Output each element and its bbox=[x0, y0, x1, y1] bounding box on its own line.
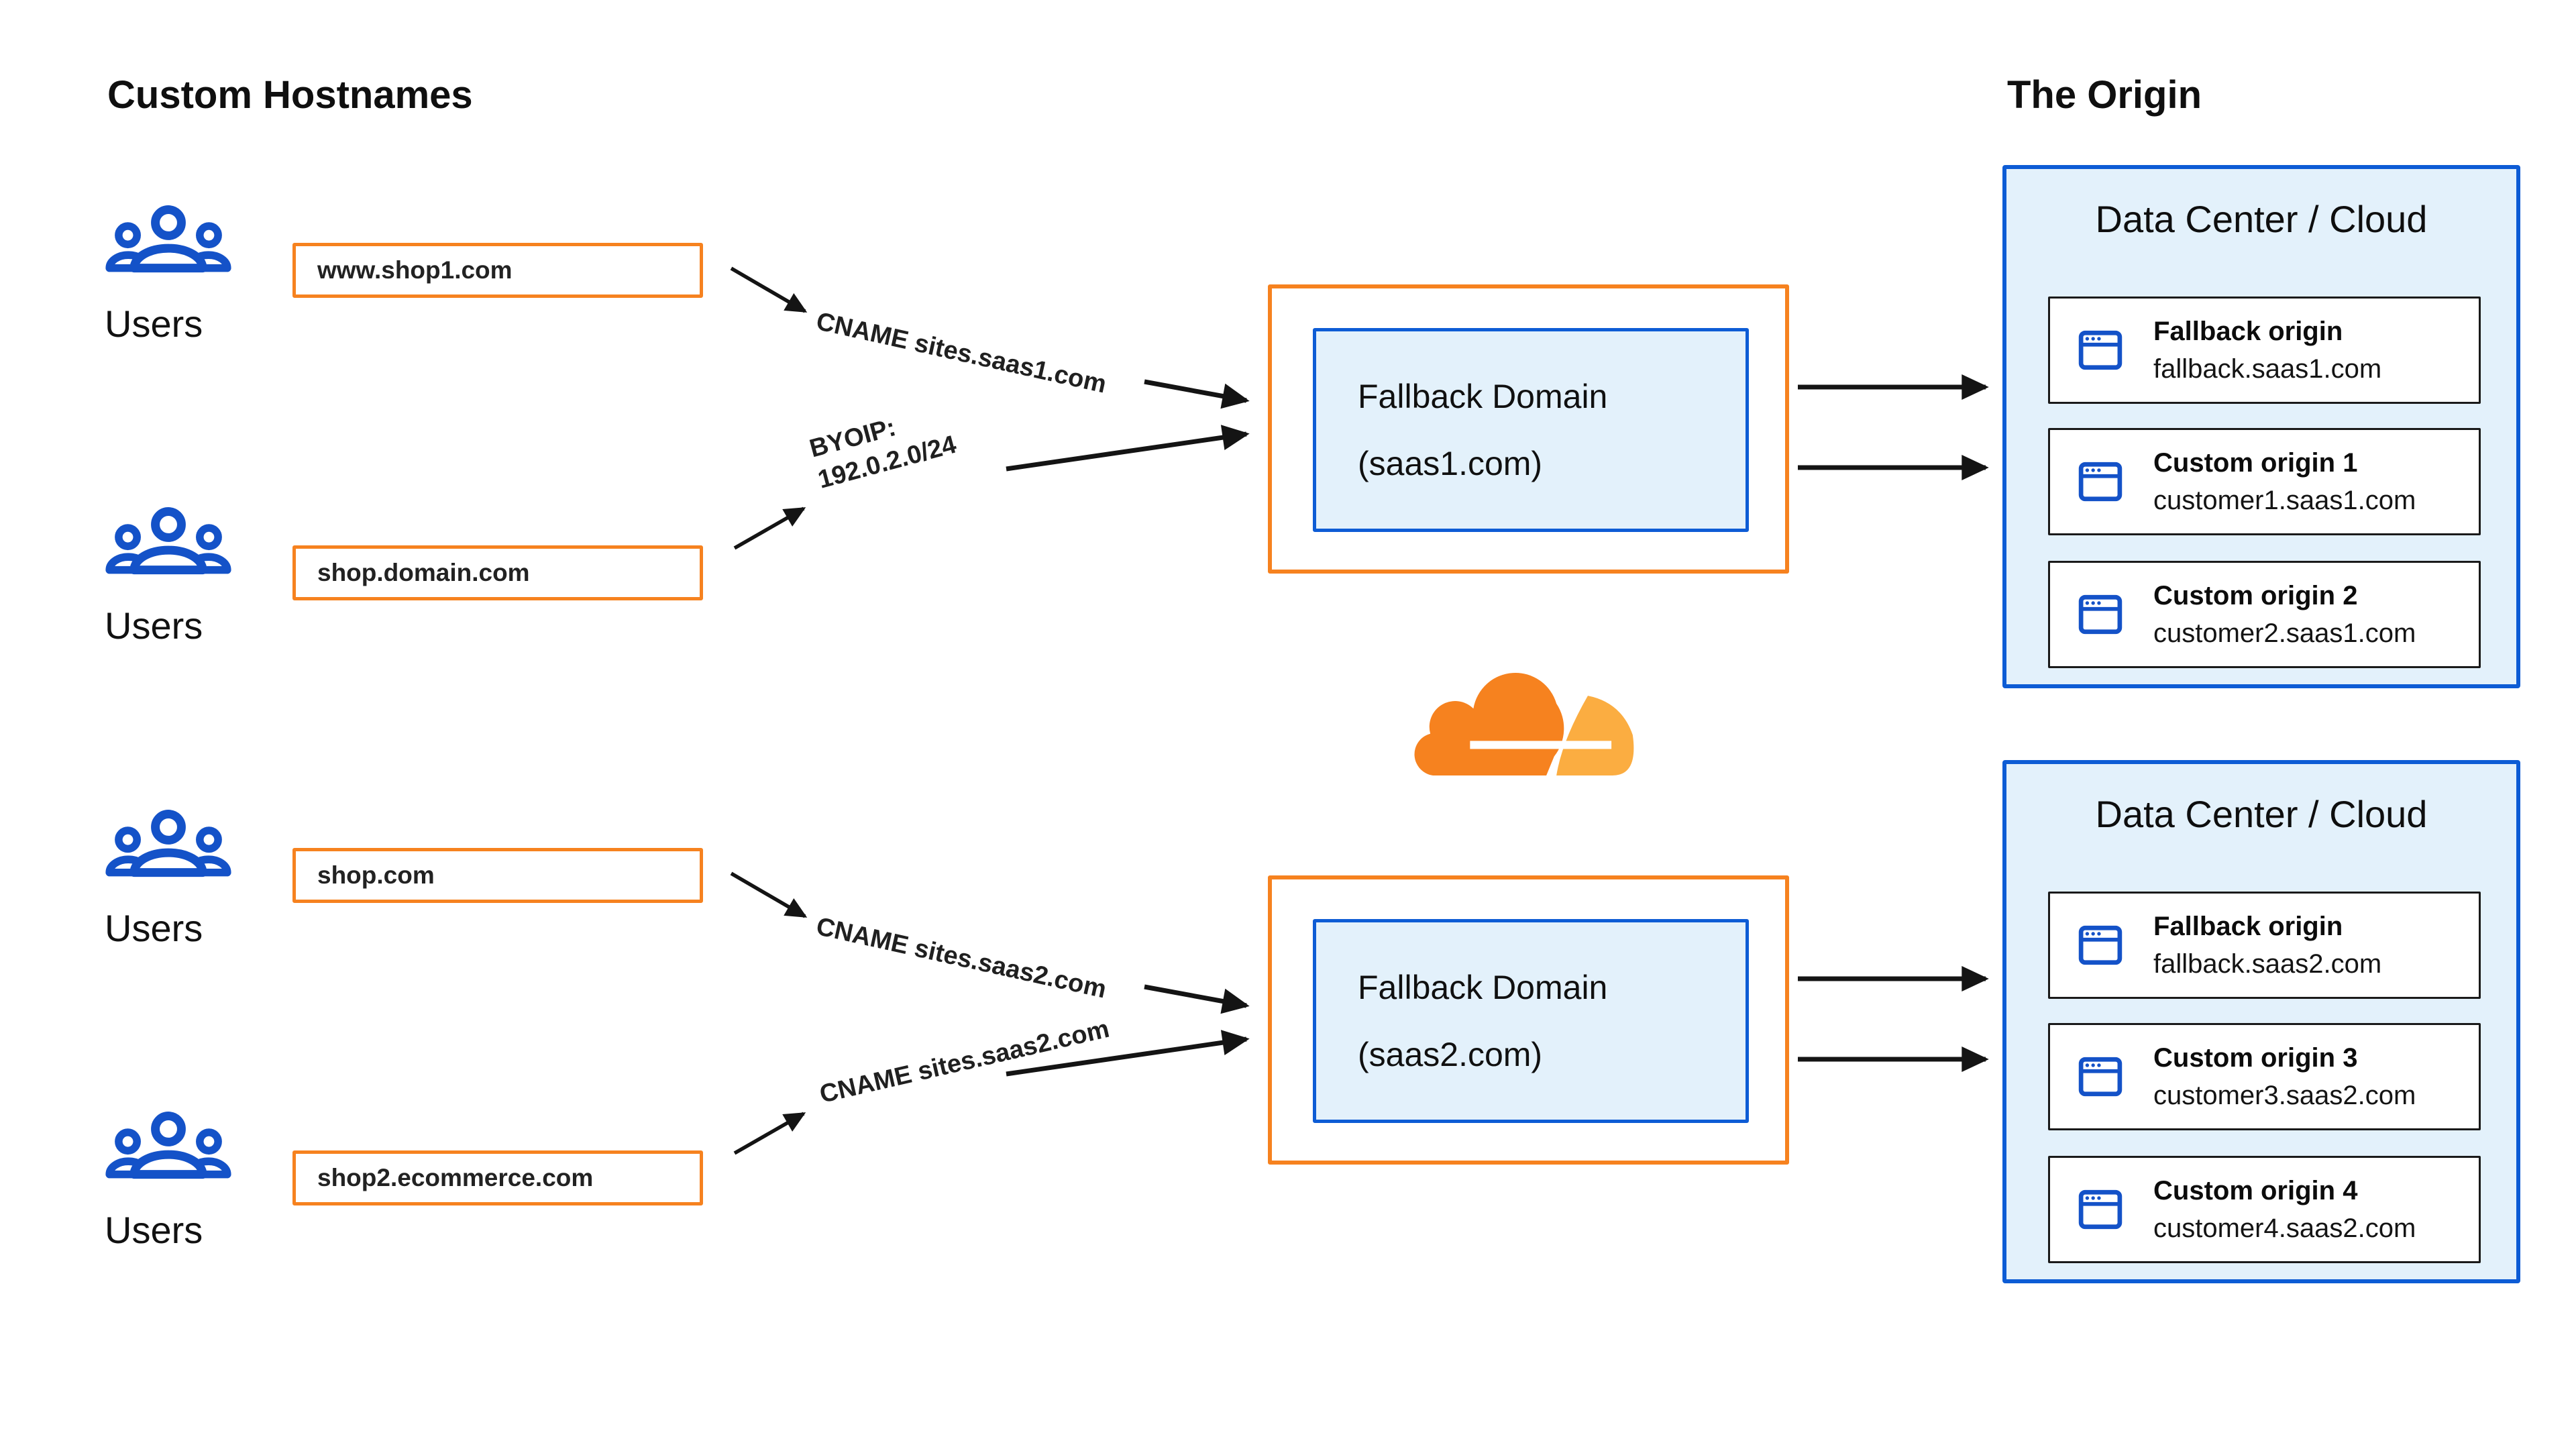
the-origin-title: The Origin bbox=[2007, 73, 2202, 117]
user-group-1: Users bbox=[105, 201, 279, 345]
arrow-cname-saas2-top-to-fallback2 bbox=[1144, 984, 1250, 1014]
hostname-text: shop.domain.com bbox=[317, 559, 530, 586]
hostname-box-www-shop1: www.shop1.com bbox=[292, 243, 703, 298]
users-label: Users bbox=[105, 303, 203, 345]
fallback-domain-line1: Fallback Domain bbox=[1358, 378, 1608, 415]
data-center-title: Data Center / Cloud bbox=[2095, 198, 2428, 240]
users-icon bbox=[105, 205, 231, 273]
browser-window-icon bbox=[2078, 462, 2123, 502]
users-icon bbox=[105, 507, 231, 575]
arrow-byoip-to-fallback1 bbox=[1006, 425, 1250, 472]
hostname-text: shop2.ecommerce.com bbox=[317, 1164, 594, 1191]
hostname-box-shop2-ecommerce: shop2.ecommerce.com bbox=[292, 1150, 703, 1205]
data-center-box-1: Data Center / Cloud Fallback origin fall… bbox=[2002, 165, 2520, 688]
arrow-shop-domain-to-byoip bbox=[733, 506, 806, 550]
origin-title: Fallback origin bbox=[2153, 912, 2343, 941]
origin-title: Custom origin 2 bbox=[2153, 581, 2358, 610]
user-group-4: Users bbox=[105, 1108, 279, 1252]
hostname-box-shop: shop.com bbox=[292, 848, 703, 903]
browser-window-icon bbox=[2078, 1189, 2123, 1230]
fallback-domain-line2: (saas1.com) bbox=[1358, 445, 1543, 482]
fallback-domain-line1: Fallback Domain bbox=[1358, 969, 1608, 1006]
browser-window-icon bbox=[2078, 1057, 2123, 1097]
users-icon bbox=[105, 810, 231, 877]
data-center-title: Data Center / Cloud bbox=[2095, 793, 2428, 835]
origin-title: Custom origin 4 bbox=[2153, 1176, 2358, 1205]
origin-title: Custom origin 1 bbox=[2153, 448, 2358, 478]
origin-card-custom-origin-3: Custom origin 3 customer3.saas2.com bbox=[2048, 1023, 2481, 1130]
fallback-domain-box-saas1: Fallback Domain (saas1.com) bbox=[1268, 284, 1789, 574]
cloudflare-logo-icon bbox=[1414, 672, 1634, 775]
origin-title: Custom origin 3 bbox=[2153, 1043, 2358, 1073]
origin-card-custom-origin-2: Custom origin 2 customer2.saas1.com bbox=[2048, 561, 2481, 668]
fallback-domain-inner-saas2: Fallback Domain (saas2.com) bbox=[1313, 919, 1749, 1123]
users-label: Users bbox=[105, 1209, 203, 1251]
cname-saas1-label: CNAME sites.saas1.com bbox=[813, 307, 1109, 399]
fallback-domain-line2: (saas2.com) bbox=[1358, 1036, 1543, 1073]
user-group-2: Users bbox=[105, 503, 279, 647]
origin-card-custom-origin-1: Custom origin 1 customer1.saas1.com bbox=[2048, 428, 2481, 535]
data-center-box-2: Data Center / Cloud Fallback origin fall… bbox=[2002, 760, 2520, 1283]
cname-saas2-top-label: CNAME sites.saas2.com bbox=[813, 912, 1109, 1004]
logo-slit bbox=[1470, 741, 1612, 749]
hostname-text: shop.com bbox=[317, 861, 435, 889]
users-label: Users bbox=[105, 907, 203, 949]
origin-card-fallback-saas1: Fallback origin fallback.saas1.com bbox=[2048, 297, 2481, 404]
custom-hostnames-title: Custom Hostnames bbox=[107, 73, 473, 117]
arrow-shop1-to-cname-saas1 bbox=[730, 266, 808, 313]
origin-host: customer4.saas2.com bbox=[2153, 1214, 2416, 1243]
byoip-label: BYOIP: 192.0.2.0/24 bbox=[806, 398, 960, 496]
user-group-3: Users bbox=[105, 806, 279, 950]
arrow-cname-saas1-to-fallback1 bbox=[1144, 379, 1250, 409]
origin-host: customer3.saas2.com bbox=[2153, 1081, 2416, 1110]
users-label: Users bbox=[105, 604, 203, 647]
arrow-shop2-to-cname-saas2 bbox=[733, 1112, 806, 1155]
browser-window-icon bbox=[2078, 594, 2123, 635]
origin-card-custom-origin-4: Custom origin 4 customer4.saas2.com bbox=[2048, 1156, 2481, 1263]
arrow-shop-to-cname-saas2 bbox=[730, 871, 808, 918]
origin-host: customer1.saas1.com bbox=[2153, 486, 2416, 515]
hostname-text: www.shop1.com bbox=[317, 256, 513, 284]
fallback-domain-box-saas2: Fallback Domain (saas2.com) bbox=[1268, 875, 1789, 1165]
users-icon bbox=[105, 1112, 231, 1179]
cname-saas2-bottom-label: CNAME sites.saas2.com bbox=[817, 1014, 1112, 1109]
fallback-domain-inner-saas1: Fallback Domain (saas1.com) bbox=[1313, 328, 1749, 532]
origin-host: fallback.saas1.com bbox=[2153, 354, 2382, 384]
origin-card-fallback-saas2: Fallback origin fallback.saas2.com bbox=[2048, 892, 2481, 999]
browser-window-icon bbox=[2078, 925, 2123, 965]
browser-window-icon bbox=[2078, 330, 2123, 370]
origin-host: fallback.saas2.com bbox=[2153, 949, 2382, 979]
origin-host: customer2.saas1.com bbox=[2153, 619, 2416, 648]
hostname-box-shop-domain: shop.domain.com bbox=[292, 545, 703, 600]
origin-title: Fallback origin bbox=[2153, 317, 2343, 346]
